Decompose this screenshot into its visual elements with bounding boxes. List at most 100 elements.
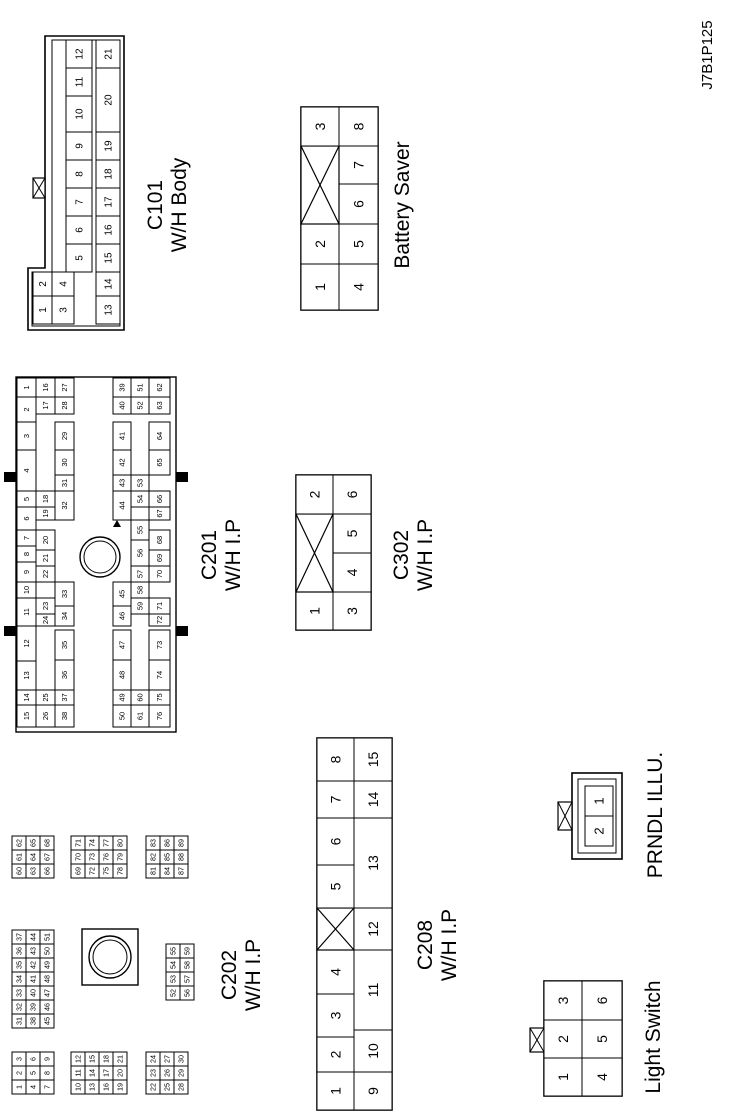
pin-label: 72 <box>88 867 97 875</box>
pin-cell-box <box>39 929 55 945</box>
pin-cell: 54 <box>130 490 150 508</box>
latch-icon-line <box>557 801 573 831</box>
pin-cell: 4 <box>332 552 372 593</box>
pin-cell: 41 <box>25 971 41 987</box>
pin-cell-box <box>112 629 132 661</box>
pin-label: 44 <box>118 501 127 509</box>
pin-cell-box <box>130 474 150 492</box>
pin-label: 18 <box>102 1055 111 1063</box>
pin-label: 8 <box>351 122 367 130</box>
pin-cell: 37 <box>11 929 27 945</box>
pin-cell: 18 <box>95 159 121 189</box>
pin-label: 68 <box>155 536 164 544</box>
c208-harness: W/H I.P <box>438 909 461 981</box>
pin-cell: 2 <box>316 1036 355 1073</box>
pin-cell: 32 <box>11 999 27 1015</box>
pin-cell: 59 <box>130 597 150 615</box>
pin-cell: 44 <box>112 490 132 521</box>
pin-label: 6 <box>75 227 86 233</box>
pin-label: 15 <box>88 1055 97 1063</box>
pin-label: 65 <box>29 839 38 847</box>
pin-label: 1 <box>22 385 31 389</box>
pin-label: 46 <box>43 1003 52 1011</box>
pin-cell: 66 <box>39 863 55 879</box>
pin-label: 20 <box>41 536 50 544</box>
pin-cell: 66 <box>148 490 171 508</box>
pin-cell-box <box>581 1019 623 1059</box>
pin-cell: 7 <box>65 187 93 217</box>
pin-label: 32 <box>15 1003 24 1011</box>
pin-cell: 26 <box>159 1065 175 1081</box>
pin-cell: 3 <box>11 1051 27 1067</box>
pin-label: 3 <box>312 122 328 130</box>
pin-label: 25 <box>41 693 50 701</box>
pin-label: 3 <box>15 1057 24 1061</box>
pin-cell: 62 <box>148 377 171 398</box>
pin-label: 2 <box>312 240 328 248</box>
pin-label: 76 <box>155 712 164 720</box>
pin-cell-box <box>65 131 93 161</box>
pin-label: 11 <box>22 608 31 616</box>
pin-cell: 2 <box>32 271 53 297</box>
pin-cell: 72 <box>148 613 171 627</box>
pin-label: 77 <box>102 839 111 847</box>
pin-cell: 70 <box>148 565 171 583</box>
pin-cell: 30 <box>54 449 75 476</box>
pin-cell: 2 <box>11 1065 27 1081</box>
pin-cell: 31 <box>54 474 75 492</box>
pin-cell: 79 <box>112 849 128 865</box>
pin-label: 55 <box>169 947 178 955</box>
pin-label: 9 <box>22 570 31 574</box>
pin-cell: 11 <box>70 1065 86 1081</box>
pin-cell: 28 <box>173 1079 189 1095</box>
pin-cell: 19 <box>35 506 56 521</box>
pin-label: 4 <box>328 968 344 976</box>
pin-label: 71 <box>155 602 164 610</box>
pin-label: 13 <box>104 304 115 316</box>
pin-label: 38 <box>29 1017 38 1025</box>
pin-cell: 29 <box>54 421 75 451</box>
pin-label: 9 <box>43 1057 52 1061</box>
pin-label: 59 <box>183 947 192 955</box>
pin-label: 72 <box>155 616 164 624</box>
pin-cell: 10 <box>16 581 37 599</box>
pin-cell: 6 <box>332 474 372 515</box>
pin-cell: 9 <box>353 1071 393 1111</box>
pin-label: 79 <box>116 853 125 861</box>
pin-label: 65 <box>155 458 164 466</box>
pin-cell-box <box>54 421 75 451</box>
c202-name: C202 <box>218 950 241 1000</box>
pin-cell: 72 <box>84 863 100 879</box>
pin-cell: 15 <box>16 704 37 728</box>
pin-cell-box <box>51 271 75 297</box>
pin-cell: 13 <box>16 660 37 691</box>
pin-cell: 54 <box>165 957 181 973</box>
pin-cell-box <box>95 39 121 69</box>
pin-label: 10 <box>22 586 31 594</box>
pin-cell: 53 <box>130 474 150 492</box>
pin-cell: 36 <box>11 943 27 959</box>
pin-label: 42 <box>118 458 127 466</box>
pin-cell: 25 <box>35 689 56 706</box>
pin-label: 36 <box>60 671 69 679</box>
pin-cell-box <box>112 1051 128 1067</box>
pin-cell: 5 <box>65 243 93 273</box>
pin-cell: 22 <box>35 565 56 583</box>
pin-label: 76 <box>102 853 111 861</box>
pin-cell: 13 <box>95 295 121 325</box>
pin-cell: 3 <box>51 295 75 325</box>
pin-cell-box <box>65 215 93 245</box>
c201-lock-tab <box>176 626 188 636</box>
pin-cell: 73 <box>84 849 100 865</box>
pin-cell: 17 <box>95 187 121 217</box>
pin-label: 43 <box>118 479 127 487</box>
pin-cell: 24 <box>35 613 56 627</box>
c302-harness: W/H I.P <box>414 519 437 591</box>
c201-housing <box>15 376 177 733</box>
pin-label: 10 <box>365 1043 381 1059</box>
pin-cell-box <box>338 263 379 311</box>
pin-cell-box <box>581 980 623 1021</box>
pin-label: 58 <box>183 961 192 969</box>
pin-label: 36 <box>15 947 24 955</box>
